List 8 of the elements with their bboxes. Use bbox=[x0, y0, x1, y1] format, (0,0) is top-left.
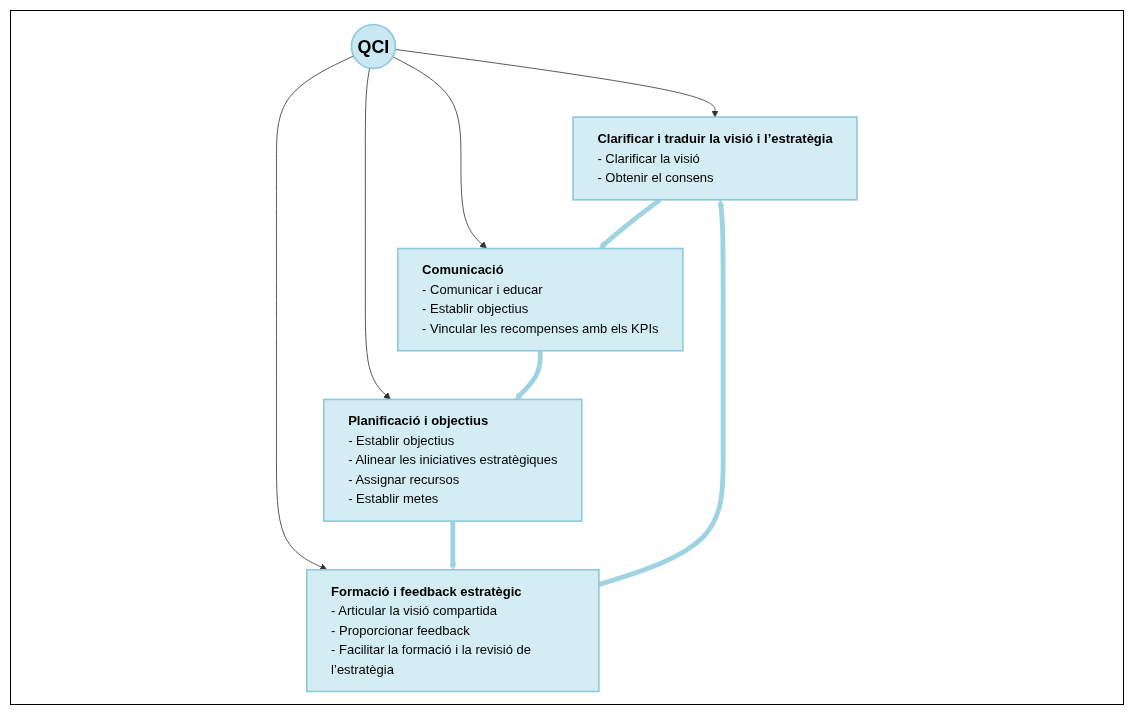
node-box: Formació i feedback estratègic - Articular la visió compartida - Proporcionar feedback - Facilitar la formació i la revisió de l’estratègia bbox=[306, 568, 600, 692]
node-box: Clarificar i traduir la visió i l’estratègia - Clarificar la visió - Obtenir el consens bbox=[572, 115, 859, 201]
node-box: Planificació i objectius - Establir objectius - Alinear les iniciatives estratègiques - Assignar recursos - Establir metes bbox=[323, 398, 583, 522]
node-box: Comunicació - Comunicar i educar - Establir objectius - Vincular les recompenses amb els KPIs bbox=[397, 247, 684, 352]
arrow bbox=[449, 520, 457, 570]
arrow bbox=[515, 350, 544, 400]
node-circle: QCI bbox=[350, 23, 397, 69]
arrow bbox=[598, 199, 726, 587]
